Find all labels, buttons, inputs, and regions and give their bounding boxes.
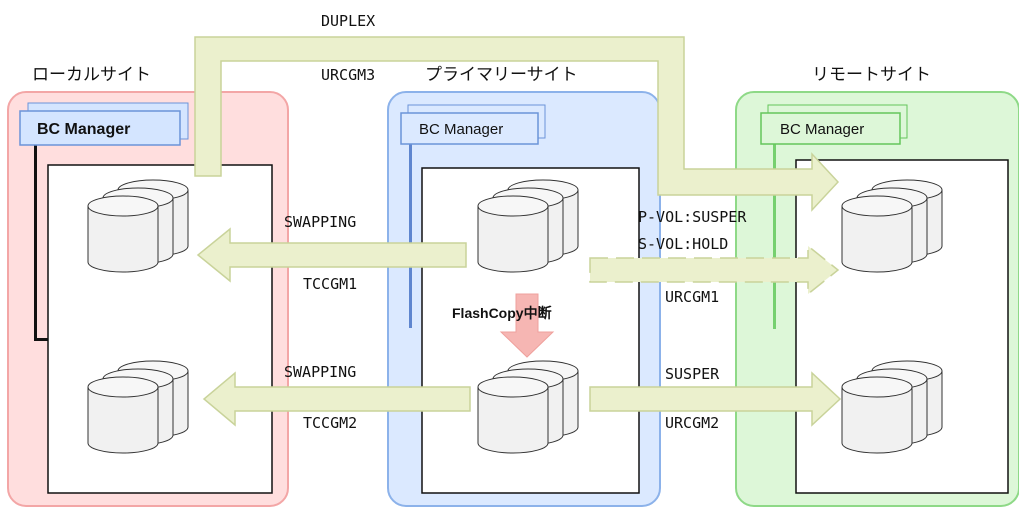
remote-manager-frame-line (773, 139, 776, 329)
urcgm1-dashed-arrow (589, 244, 840, 296)
swapping-tccgm1-arrow (196, 227, 467, 283)
remote-manager-box (760, 112, 901, 145)
svol-status-label: S-VOL:HOLD (638, 235, 728, 253)
urcgm2-arrow (589, 371, 842, 427)
swapping1-label: SWAPPING (284, 213, 356, 231)
local-manager-box (19, 110, 181, 146)
pvol-status-label: P-VOL:SUSPER (638, 208, 747, 226)
primary-site-label: プライマリーサイト (425, 65, 578, 84)
urcgm1-label: URCGM1 (665, 288, 719, 306)
local-manager-frame-bottom (34, 338, 54, 341)
urcgm3-label: URCGM3 (321, 66, 375, 84)
duplex-route-arrow (194, 36, 840, 212)
tccgm1-label: TCCGM1 (303, 275, 357, 293)
remote-site-label: リモートサイト (812, 65, 931, 84)
susper-label: SUSPER (665, 365, 720, 383)
flashcopy-arrow (499, 293, 555, 358)
swapping2-label: SWAPPING (284, 363, 356, 381)
local-site-label: ローカルサイト (32, 65, 151, 84)
local-manager-label: BC Manager (37, 121, 130, 138)
duplex-label: DUPLEX (321, 12, 375, 30)
swapping-tccgm2-arrow (202, 371, 471, 427)
primary-manager-label: BC Manager (419, 121, 503, 138)
urcgm2-label: URCGM2 (665, 414, 719, 432)
primary-manager-frame-line (409, 142, 412, 328)
remote-manager-label: BC Manager (780, 121, 864, 138)
flashcopy-label: FlashCopy中断 (452, 305, 552, 321)
tccgm2-label: TCCGM2 (303, 414, 357, 432)
local-manager-frame-line (34, 130, 37, 341)
primary-manager-box (400, 112, 539, 145)
